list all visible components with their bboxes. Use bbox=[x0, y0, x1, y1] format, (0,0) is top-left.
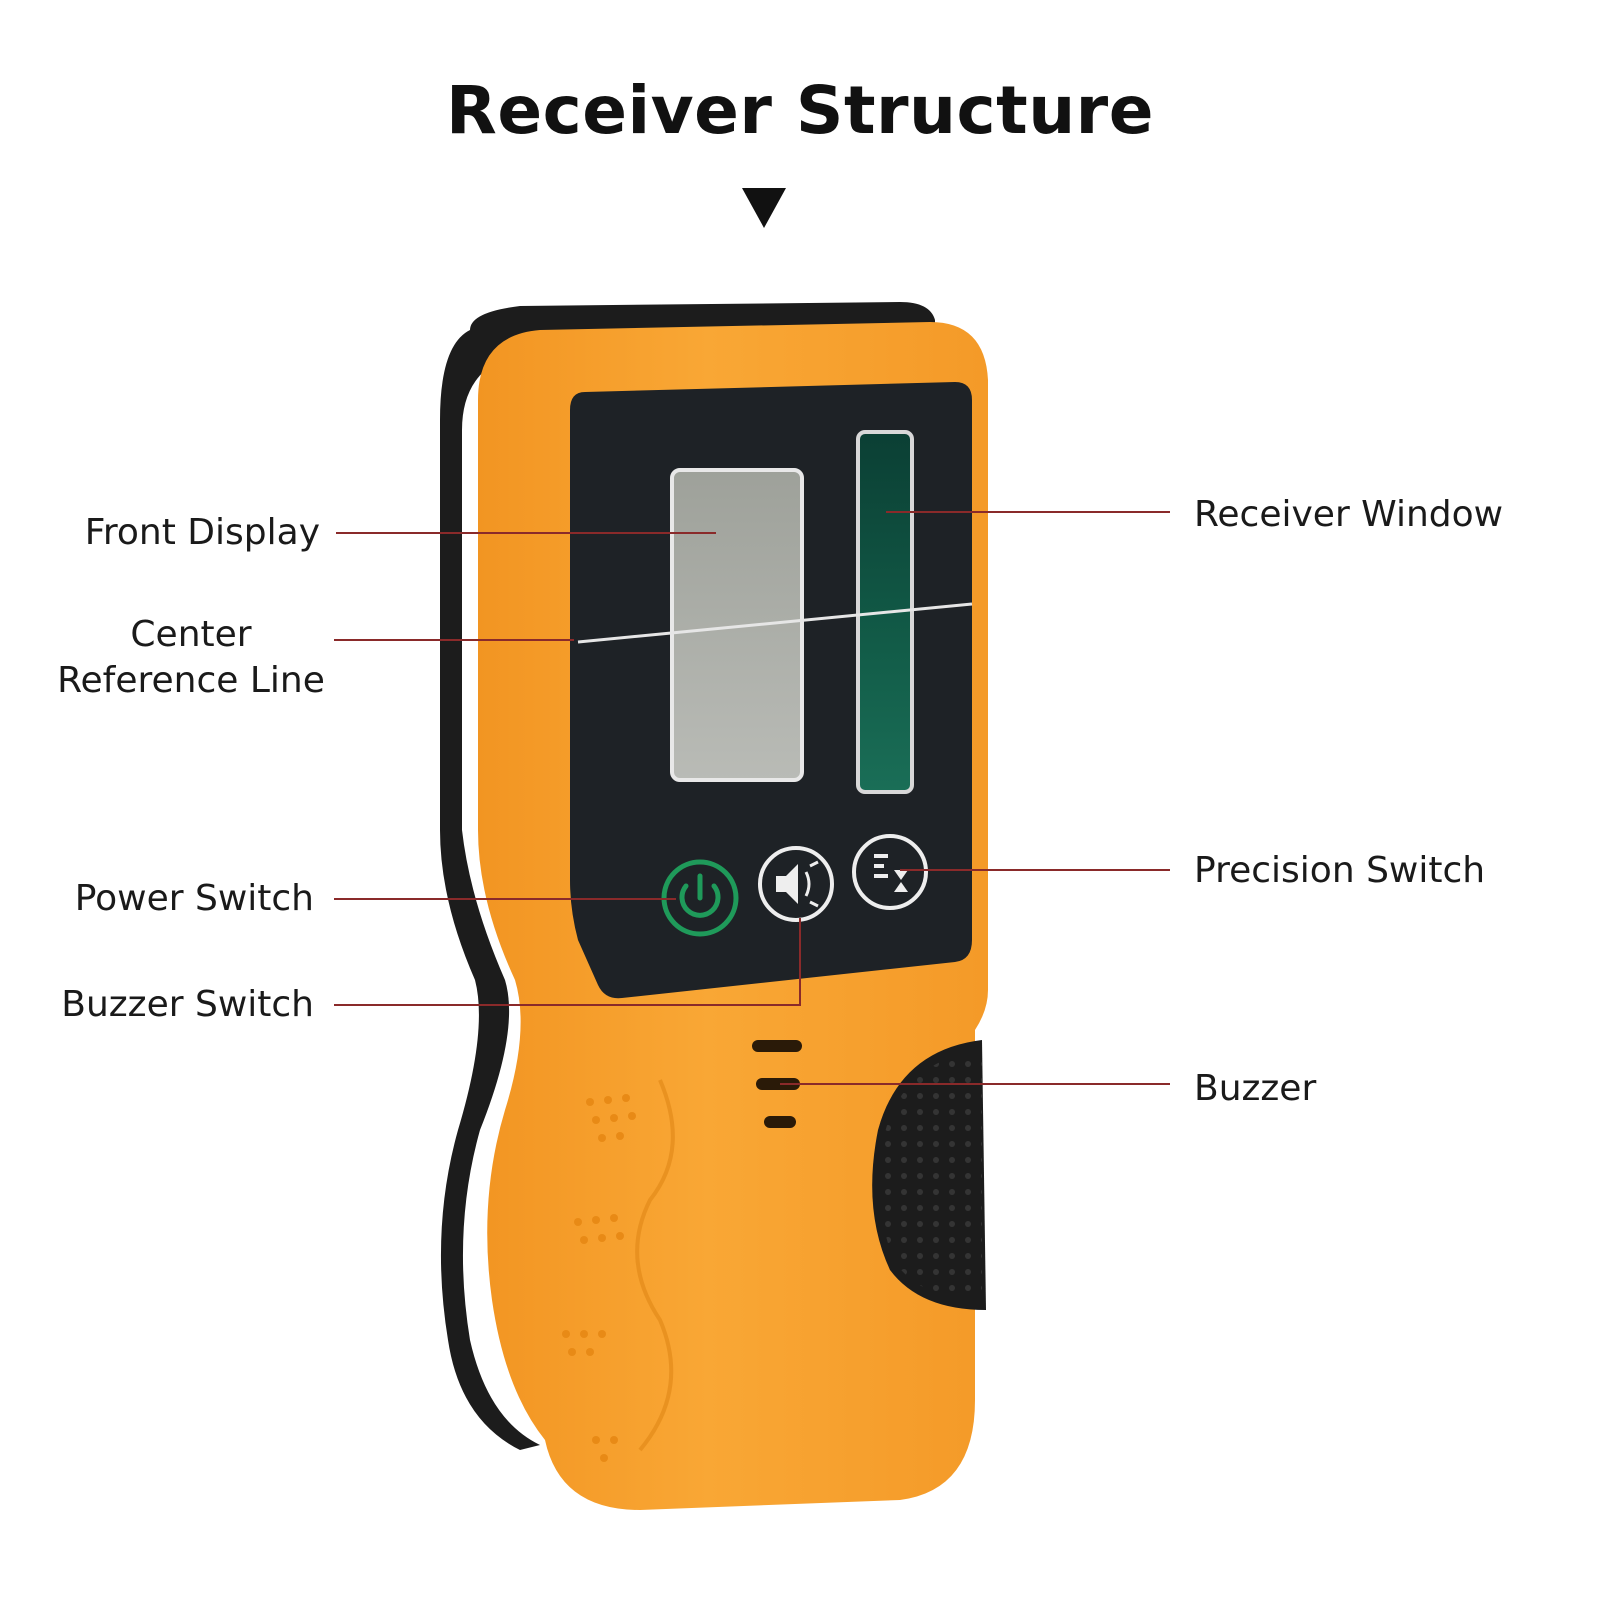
label-power-switch: Power Switch bbox=[74, 878, 314, 919]
grip-texture bbox=[879, 1050, 982, 1300]
label-center-line-2: Reference Line bbox=[57, 660, 325, 701]
leader-buzzer-switch bbox=[334, 918, 801, 1006]
precision-button bbox=[852, 834, 928, 910]
label-front-display: Front Display bbox=[84, 512, 320, 553]
power-button bbox=[661, 859, 739, 937]
buzzer-grille bbox=[752, 1040, 802, 1128]
label-center-reference-line: Center Reference Line bbox=[56, 612, 326, 704]
leader-lines bbox=[334, 511, 1170, 1085]
label-buzzer: Buzzer bbox=[1194, 1068, 1317, 1109]
label-buzzer-switch: Buzzer Switch bbox=[61, 984, 314, 1025]
down-arrow-icon bbox=[742, 188, 786, 228]
grip-wave-outline bbox=[635, 1079, 675, 1452]
buzzer-button bbox=[758, 846, 834, 922]
center-reference-line bbox=[577, 602, 973, 644]
grip-dots bbox=[562, 1094, 636, 1462]
front-display-screen bbox=[670, 468, 804, 782]
label-center-line-1: Center bbox=[130, 614, 252, 655]
label-receiver-window: Receiver Window bbox=[1194, 494, 1504, 535]
label-precision-switch: Precision Switch bbox=[1194, 850, 1486, 891]
diagram-title: Receiver Structure bbox=[446, 72, 1154, 149]
